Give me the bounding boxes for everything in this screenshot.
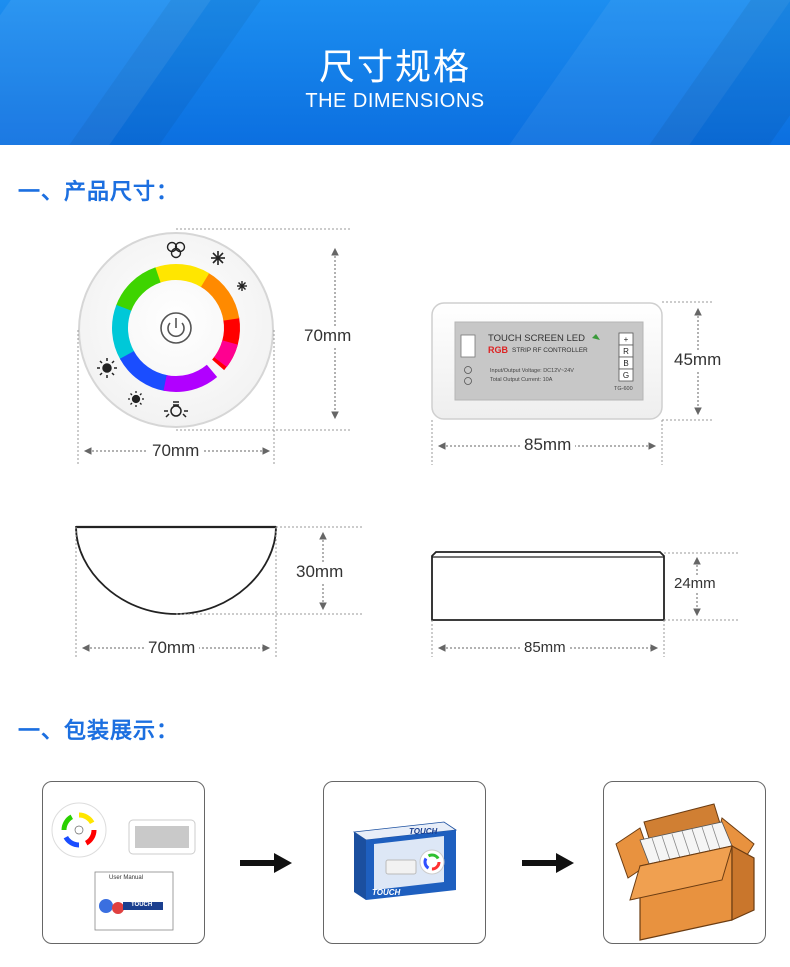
bulb-icon xyxy=(164,401,188,418)
controller-label-subtitle: STRIP RF CONTROLLER xyxy=(512,347,588,354)
controller-side-guides xyxy=(431,552,740,657)
terminal-b: B xyxy=(623,359,629,368)
brightness-up-icon xyxy=(97,358,117,378)
header-banner: 尺寸规格 THE DIMENSIONS xyxy=(0,0,790,145)
controller-side-width-label: 85mm xyxy=(520,639,570,656)
color-wheel-ring xyxy=(111,264,240,392)
remote-front-view xyxy=(77,228,350,465)
manual-title: User Manual xyxy=(109,875,144,881)
controller-depth-label: 24mm xyxy=(670,575,720,592)
banner-title: 尺寸规格 xyxy=(318,47,471,88)
controller-label-title: TOUCH SCREEN LED xyxy=(488,333,585,344)
packing-retail-box: TOUCH TOUCH xyxy=(323,781,486,944)
terminal-g: G xyxy=(622,371,630,380)
manual-brand: TOUCH xyxy=(131,902,153,908)
packing-contents-box: User Manual TOUCH xyxy=(42,781,205,944)
terminal-plus: + xyxy=(623,335,629,344)
remote-side-width-label: 70mm xyxy=(144,638,200,658)
retail-box-brand-top: TOUCH xyxy=(409,827,438,836)
controller-width-label: 85mm xyxy=(520,435,576,455)
section-heading-size: 一、产品尺寸： xyxy=(18,180,180,205)
retail-box-brand-bottom: TOUCH xyxy=(372,888,401,897)
remote-width-label: 70mm xyxy=(148,441,204,461)
carton-art xyxy=(615,803,755,941)
controller-side-view xyxy=(431,551,740,657)
brand-logo-icon xyxy=(592,334,600,340)
packing-carton-box xyxy=(603,781,766,944)
arrow-right-icon xyxy=(240,853,292,873)
retail-box-art xyxy=(352,821,458,900)
controller-label-rgb: RGB xyxy=(488,345,508,355)
controller-model: TG-600 xyxy=(614,386,633,392)
remote-front-guides xyxy=(77,228,350,465)
controller-front-guides xyxy=(431,301,712,465)
remote-height-label: 70mm xyxy=(300,326,356,346)
section-heading-packing: 一、包装展示： xyxy=(18,719,180,744)
remote-side-guides xyxy=(75,526,362,657)
arrow-right-icon xyxy=(522,853,574,873)
brightness-down-icon xyxy=(128,391,144,407)
controller-height-label: 45mm xyxy=(670,350,726,370)
controller-spec-voltage: Input/Output Voltage: DC12V~24V xyxy=(490,368,574,374)
color-mix-icon xyxy=(166,241,186,259)
banner-subtitle: THE DIMENSIONS xyxy=(305,90,485,112)
controller-spec-current: Total Output Current: 10A xyxy=(490,377,553,383)
controller-terminals: + R B G xyxy=(621,334,631,382)
speed-star-icon xyxy=(237,281,247,291)
remote-depth-label: 30mm xyxy=(292,562,348,582)
remote-side-view xyxy=(75,525,362,657)
mode-star-icon xyxy=(211,251,225,265)
power-icon xyxy=(160,312,192,344)
terminal-r: R xyxy=(623,347,629,356)
packing-contents-art xyxy=(51,802,196,931)
